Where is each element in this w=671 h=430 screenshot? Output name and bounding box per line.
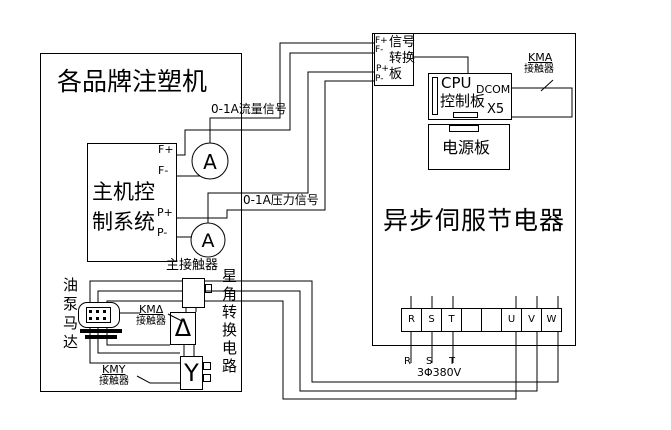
motor-terminal-dot bbox=[89, 317, 92, 320]
terminal-cell-s: S bbox=[421, 308, 442, 332]
km-delta-sublabel: 接触器 bbox=[136, 316, 166, 327]
cpu-board-line1: CPU bbox=[441, 74, 472, 92]
host-terminal-pplus: P+ bbox=[157, 206, 173, 219]
host-terminal-pminus: P- bbox=[157, 226, 168, 239]
host-terminal-fplus: F+ bbox=[158, 143, 174, 156]
power-board-box bbox=[428, 124, 510, 170]
board-terminal-fplus: F+ bbox=[375, 36, 388, 46]
main-contactor-box bbox=[182, 278, 205, 308]
motor-base-bar-1 bbox=[80, 329, 122, 333]
pressure-signal-label: 0-1A压力信号 bbox=[243, 193, 319, 207]
input-label-t: T bbox=[449, 356, 456, 367]
kma-label: KMA bbox=[528, 51, 553, 64]
terminal-strip: R S T U V W bbox=[401, 308, 562, 332]
host-controller-line2: 制系统 bbox=[92, 210, 155, 234]
y-contactor-tab-2 bbox=[203, 374, 211, 382]
terminal-cell-v: V bbox=[521, 308, 542, 332]
star-delta-circuit-label: 星角转换电路 bbox=[220, 268, 238, 376]
phase-voltage-label: 3Φ380V bbox=[417, 366, 462, 379]
host-controller-box bbox=[87, 143, 177, 262]
terminal-cell-r: R bbox=[401, 308, 422, 332]
terminal-cell-empty-1 bbox=[461, 308, 482, 332]
cpu-x5-label: X5 bbox=[487, 102, 505, 117]
motor-terminal-dot bbox=[96, 317, 99, 320]
host-controller-line1: 主机控 bbox=[92, 180, 155, 204]
input-label-s: S bbox=[426, 356, 433, 367]
terminal-cell-empty-2 bbox=[481, 308, 502, 332]
signal-board-line2: 转换 bbox=[389, 51, 416, 66]
km-delta-label: KMΔ bbox=[139, 303, 164, 316]
servo-saver-title: 异步伺服节电器 bbox=[383, 206, 566, 235]
board-terminal-pplus: P+ bbox=[376, 64, 389, 74]
y-symbol: Y bbox=[184, 359, 199, 387]
cpu-board-jumper bbox=[453, 112, 478, 118]
motor-terminal-dot bbox=[89, 310, 92, 313]
input-label-r: R bbox=[404, 356, 411, 367]
km-y-sublabel: 接触器 bbox=[99, 376, 129, 387]
flow-signal-label: 0-1A流量信号 bbox=[211, 102, 287, 116]
cpu-dcom-label: DCOM bbox=[476, 83, 511, 96]
motor-terminal-dot bbox=[96, 310, 99, 313]
terminal-cell-t: T bbox=[441, 308, 462, 332]
signal-board-line3: 板 bbox=[389, 67, 403, 82]
signal-board-line1: 信号 bbox=[389, 35, 416, 50]
oil-pump-motor-label: 油泵马达 bbox=[61, 277, 79, 353]
machine-box-title: 各品牌注塑机 bbox=[57, 67, 208, 96]
y-contactor-tab-1 bbox=[203, 362, 211, 370]
terminal-cell-w: W bbox=[541, 308, 562, 332]
motor-base-bar-2 bbox=[85, 335, 117, 339]
oil-pump-motor-symbol bbox=[78, 302, 120, 328]
board-terminal-pminus: P- bbox=[375, 74, 384, 84]
cpu-board-edge-connector bbox=[432, 77, 438, 115]
terminal-cell-u: U bbox=[501, 308, 522, 332]
motor-terminal-dot bbox=[103, 310, 106, 313]
motor-terminal-block bbox=[86, 307, 111, 323]
delta-symbol: Δ bbox=[174, 314, 192, 342]
y-contactor-box bbox=[180, 356, 203, 390]
power-board-label: 电源板 bbox=[442, 138, 491, 157]
cpu-board-box bbox=[428, 73, 512, 120]
cpu-board-line2: 控制板 bbox=[440, 92, 486, 110]
main-contactor-tab bbox=[205, 284, 212, 293]
km-y-label: KMY bbox=[102, 363, 126, 376]
main-contactor-label: 主接触器 bbox=[166, 258, 219, 273]
power-board-jumper bbox=[449, 125, 479, 132]
board-terminal-fminus: F- bbox=[375, 45, 384, 55]
motor-terminal-dot bbox=[103, 317, 106, 320]
host-terminal-fminus: F- bbox=[158, 164, 169, 177]
kma-sublabel: 接触器 bbox=[524, 64, 554, 75]
